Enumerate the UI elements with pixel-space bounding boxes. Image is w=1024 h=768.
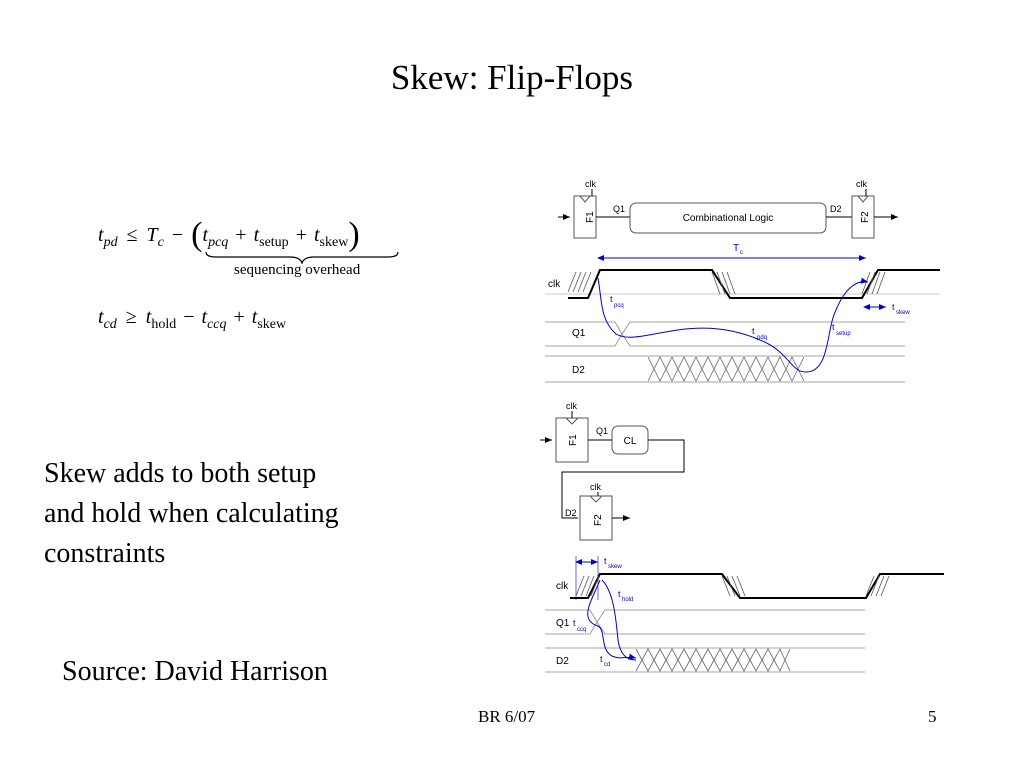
eq-setup-T: T bbox=[146, 224, 158, 246]
eq-hold-t2: t bbox=[201, 306, 208, 328]
bot-f2-box bbox=[579, 495, 613, 541]
source-credit: Source: David Harrison bbox=[62, 656, 328, 687]
top-diagram: F1 clk Q1 Combinational Logic D2 F2 clk … bbox=[545, 179, 940, 383]
slide-title: Skew: Flip-Flops bbox=[390, 58, 634, 97]
bot-f2-label: F2 bbox=[593, 514, 604, 526]
bot-tskew-sub: skew bbox=[608, 564, 622, 570]
top-tc-sub: c bbox=[740, 250, 743, 256]
bot-d2-waveform bbox=[545, 647, 865, 673]
bot-f1-clk-triangle bbox=[565, 417, 579, 425]
top-tpdq-label: t bbox=[752, 326, 755, 336]
bot-f1-box bbox=[555, 417, 589, 463]
bot-clk-hatch bbox=[575, 575, 890, 597]
eq-hold-t3-sub: skew bbox=[257, 317, 287, 332]
bot-tcd-sub: cd bbox=[604, 662, 610, 668]
top-tsetup-sub: setup bbox=[836, 331, 851, 337]
bot-row-q1-label: Q1 bbox=[556, 618, 570, 629]
eq-hold-t1-sub: hold bbox=[151, 317, 177, 332]
top-d2-label: D2 bbox=[830, 204, 842, 214]
top-q1-label: Q1 bbox=[613, 204, 625, 214]
eq-setup-minus: − bbox=[171, 224, 184, 246]
eq-t3: t bbox=[313, 224, 320, 246]
eq-hold-lhs-sub: cd bbox=[103, 317, 117, 332]
top-clk2-label: clk bbox=[856, 179, 867, 189]
bot-tcd-label: t bbox=[600, 654, 603, 664]
eq-setup-lhs: t bbox=[98, 224, 104, 246]
bot-thold-sub: hold bbox=[622, 597, 633, 603]
underbrace-label: sequencing overhead bbox=[234, 262, 361, 278]
eq-hold-lhs: t bbox=[98, 306, 104, 328]
top-tpcq-label: t bbox=[610, 294, 613, 304]
top-f2-clk-triangle bbox=[857, 195, 869, 203]
top-logic-box bbox=[629, 202, 827, 234]
bot-clk2-label: clk bbox=[590, 482, 601, 492]
setup-equation: tpd ≤ Tc − (tpcq + tsetup + tskew) bbox=[98, 212, 360, 253]
bot-thold-label: t bbox=[618, 589, 621, 599]
top-q1-waveform bbox=[545, 321, 905, 347]
top-row-q1-label: Q1 bbox=[572, 328, 586, 339]
bot-f1-label: F1 bbox=[568, 434, 579, 446]
bot-feedback-wire bbox=[561, 439, 685, 519]
eq-t1: t bbox=[202, 224, 209, 246]
top-timing-curve bbox=[597, 277, 869, 373]
top-tsetup-label: t bbox=[832, 322, 835, 332]
top-tpdq-sub: pdq bbox=[757, 335, 767, 341]
top-clk1-label: clk bbox=[585, 179, 596, 189]
bot-tccq-label: t bbox=[573, 618, 576, 628]
bot-q1-waveform bbox=[545, 609, 865, 635]
body-line-1: Skew adds to both setup bbox=[44, 458, 317, 489]
eq-setup-lhs-sub: pd bbox=[103, 235, 118, 250]
body-line-3: constraints bbox=[44, 538, 166, 569]
bot-clk-waveform bbox=[570, 573, 944, 599]
eq-hold-plus: + bbox=[233, 306, 245, 328]
bot-timing-curve-1 bbox=[587, 579, 637, 660]
bot-d2-hatch bbox=[635, 648, 791, 672]
hold-equation: tcd ≥ thold − tccq + tskew bbox=[98, 306, 287, 332]
top-tpcq-sub: pcq bbox=[614, 303, 624, 309]
eq-setup-T-sub: c bbox=[157, 235, 164, 250]
page-number: 5 bbox=[928, 707, 937, 726]
top-tc-label: T bbox=[733, 243, 739, 254]
top-d2-hatch bbox=[647, 356, 805, 382]
top-clk-hatch bbox=[567, 271, 886, 295]
bot-row-clk-label: clk bbox=[556, 581, 569, 592]
top-d2-waveform bbox=[545, 355, 905, 383]
top-row-clk-label: clk bbox=[548, 279, 561, 290]
bot-q1-label: Q1 bbox=[596, 426, 608, 436]
top-f1-clk-triangle bbox=[579, 195, 591, 203]
eq-t2: t bbox=[253, 224, 260, 246]
eq-open-paren: ( bbox=[191, 216, 203, 253]
body-line-2: and hold when calculating bbox=[44, 498, 339, 529]
bottom-diagram: F1 clk Q1 CL D2 F2 clk t skew clk Q1 D2 … bbox=[540, 401, 944, 673]
eq-close-paren: ) bbox=[348, 216, 360, 253]
eq-hold-t3: t bbox=[251, 306, 258, 328]
eq-hold-rel: ≥ bbox=[125, 306, 137, 328]
top-tskew-label: t bbox=[892, 302, 895, 312]
eq-setup-rel: ≤ bbox=[126, 224, 138, 246]
body-text: Skew adds to both setup and hold when ca… bbox=[44, 454, 339, 574]
eq-plus-1: + bbox=[235, 224, 247, 246]
bot-clk1-label: clk bbox=[566, 401, 577, 411]
bot-f2-clk-triangle bbox=[589, 495, 603, 503]
bot-cl-label: CL bbox=[624, 436, 637, 447]
top-tskew-sub: skew bbox=[896, 310, 910, 316]
bot-d2-label: D2 bbox=[565, 508, 577, 518]
bot-timing-curve-2 bbox=[601, 579, 637, 661]
bot-row-d2-label: D2 bbox=[556, 656, 569, 667]
eq-t1-sub: pcq bbox=[208, 235, 229, 250]
footer-date: BR 6/07 bbox=[478, 707, 536, 726]
eq-hold-t2-sub: ccq bbox=[207, 317, 227, 332]
eq-hold-minus: − bbox=[183, 306, 195, 328]
top-logic-label: Combinational Logic bbox=[683, 213, 774, 224]
eq-plus-2: + bbox=[295, 224, 307, 246]
top-f1-label: F1 bbox=[585, 211, 596, 223]
bot-tccq-sub: ccq bbox=[577, 627, 586, 633]
eq-hold-t1: t bbox=[145, 306, 152, 328]
underbrace bbox=[205, 251, 399, 264]
eq-t2-sub: setup bbox=[259, 235, 289, 250]
bot-tskew-label: t bbox=[604, 556, 607, 566]
top-row-d2-label: D2 bbox=[572, 365, 585, 376]
top-f2-label: F2 bbox=[860, 211, 871, 223]
eq-t3-sub: skew bbox=[319, 235, 349, 250]
